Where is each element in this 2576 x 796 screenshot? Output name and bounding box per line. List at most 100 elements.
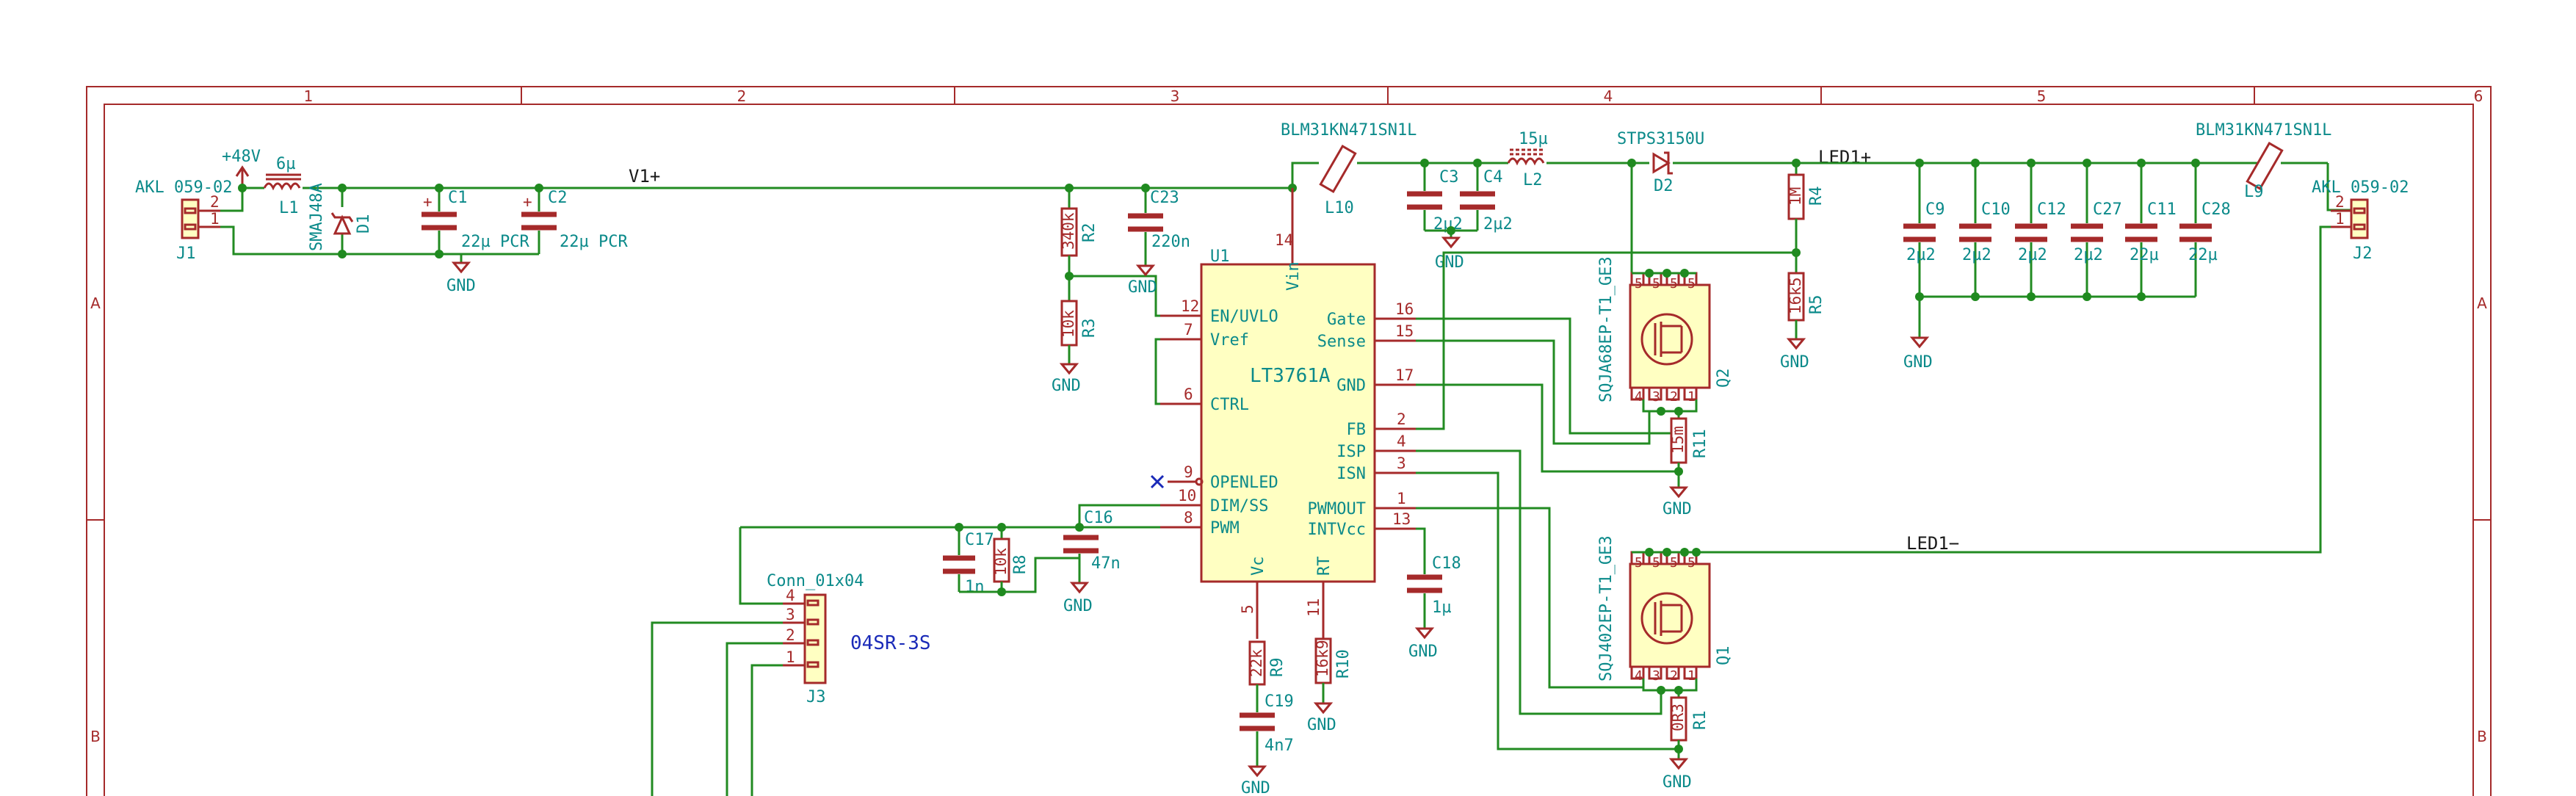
j1-pin2: 2 [210,193,220,211]
svg-text:5: 5 [1670,276,1678,292]
c2-value: 22µ PCR [560,233,628,251]
u1-pin-rt: RT [1315,557,1334,576]
c23-ref: C23 [1150,189,1179,207]
row-label-a-left: A [90,294,101,312]
net-v1: V1+ [629,166,660,187]
output-connector-j2: 2 1 AKL 059-02 J2 [2312,178,2409,263]
j2-value: AKL 059-02 [2312,178,2409,197]
l2-value: 15µ [1519,130,1548,148]
c4-ref: C4 [1483,168,1503,187]
u1-pin-3-num: 3 [1397,455,1406,472]
svg-text:2: 2 [1670,389,1678,405]
c16-ref: C16 [1084,509,1113,527]
capacitor-c16: C16 47n GND [1063,509,1121,615]
u1-pin-vin-name: Vin [1284,261,1303,291]
inductor-l1: 6µ L1 [263,155,301,217]
ferrite-l10: BLM31KN471SN1L L10 [1281,121,1425,217]
c17-ref: C17 [965,531,994,549]
svg-text:+: + [523,193,532,211]
capacitor-c10: C10 2µ2 [1959,159,2011,301]
svg-text:4: 4 [1635,389,1643,405]
r1-value: 0R3 [1669,703,1687,731]
c10-ref: C10 [1981,200,2011,219]
column-label-4: 4 [1604,87,1613,105]
u1-pin-6-num: 6 [1184,386,1193,403]
c3-ref: C3 [1439,168,1459,187]
gnd-label-c3c4: GND [1435,253,1464,272]
svg-text:3: 3 [1652,389,1660,405]
inner-border [104,104,2474,796]
c1-value: 22µ PCR [461,233,529,251]
net-led-minus: LED1− [1906,533,1959,554]
column-label-2: 2 [737,87,747,105]
c10-value: 2µ2 [1962,246,1991,264]
r11-ref: R11 [1691,429,1710,458]
c9-value: 2µ2 [1906,246,1936,264]
j3-ref: J3 [806,688,826,706]
u1-pin-13-num: 13 [1392,510,1411,528]
u1-pin-11-num: 11 [1305,598,1323,617]
resistor-r4: 1M R4 [1787,163,1826,273]
gnd-label-r10: GND [1307,716,1336,734]
column-label-1: 1 [304,87,314,105]
l10-value: BLM31KN471SN1L [1281,121,1417,140]
c12-ref: C12 [2037,200,2066,219]
u1-pin-16-num: 16 [1395,300,1414,318]
capacitor-c12: C12 2µ2 [2015,159,2066,301]
sheet-frame: 1 2 3 4 5 6 A A B B [86,86,2492,796]
connector-j3: 4 3 2 1 Conn_01x04 J3 [767,572,864,706]
r8-value: 10k [992,548,1010,576]
u1-pin-openled: OPENLED [1210,474,1278,492]
c18-value: 1µ [1432,598,1452,617]
c16-value: 47n [1091,554,1121,573]
r2-value: 340k [1060,212,1077,250]
j3-pin-4: 4 [786,587,795,604]
u1-pin-12-num: 12 [1181,297,1199,315]
r1-ref: R1 [1691,711,1710,731]
resistor-r3: 10k R3 GND [1052,300,1099,395]
gnd-label-caps: GND [1903,353,1933,372]
gnd-label-c1: GND [446,277,476,295]
svg-text:+: + [423,193,433,211]
svg-text:5: 5 [1652,555,1660,571]
inductor-l2: 15µ L2 [1507,130,1548,189]
column-label-6: 6 [2474,87,2483,105]
capacitor-c4: C4 2µ2 [1460,163,1513,234]
capacitor-c27: C27 2µ2 [2071,159,2122,301]
svg-text:5: 5 [1687,276,1696,292]
ferrite-l9: BLM31KN471SN1L L9 [2196,121,2353,211]
u1-pin-gnd: GND [1336,377,1366,395]
c27-value: 2µ2 [2074,246,2103,264]
ic-u1: U1 LT3761A 14 Vin 12 EN/UVLO 7 Vref 6 CT… [1150,188,1416,639]
j1-value: AKL 059-02 [135,178,232,197]
q2-value: SQJA68EP-T1_GE3 [1597,256,1616,402]
j1-ref: J1 [176,245,196,263]
u1-pin-intvcc: INTVcc [1308,521,1366,539]
r4-ref: R4 [1807,187,1826,206]
diode-d2: STPS3150U D2 [1617,130,1803,195]
c4-value: 2µ2 [1483,215,1513,234]
u1-pin-1-num: 1 [1397,490,1406,507]
u1-pin-vc: Vc [1249,557,1267,576]
r4-value: 1M [1787,187,1804,206]
capacitor-c23: C23 220n GND [1128,188,1190,297]
mosfet-q1: 5 5 5 5 4 3 2 1 SQJ402EP-T1_GE3 Q1 [1597,535,1733,684]
d2-ref: D2 [1654,177,1674,195]
u1-pin-isn: ISN [1336,465,1366,483]
capacitor-c19: C19 4n7 GND [1240,692,1294,796]
q1-ref: Q1 [1715,646,1733,666]
ground-symbol-c1: GND [446,254,476,295]
u1-pin-sense: Sense [1317,333,1366,351]
u1-pin-vref: Vref [1210,331,1249,350]
capacitor-c18: C18 1µ GND [1407,527,1461,661]
d2-value: STPS3150U [1617,130,1704,148]
svg-text:5: 5 [1635,276,1643,292]
r8-ref: R8 [1011,555,1030,575]
j2-pin1: 1 [2335,210,2345,228]
r9-ref: R9 [1268,658,1287,678]
gnd-label-c23: GND [1128,278,1157,297]
u1-ref: U1 [1210,247,1230,266]
j3-value: Conn_01x04 [767,572,864,590]
gnd-label-r11: GND [1663,500,1692,518]
